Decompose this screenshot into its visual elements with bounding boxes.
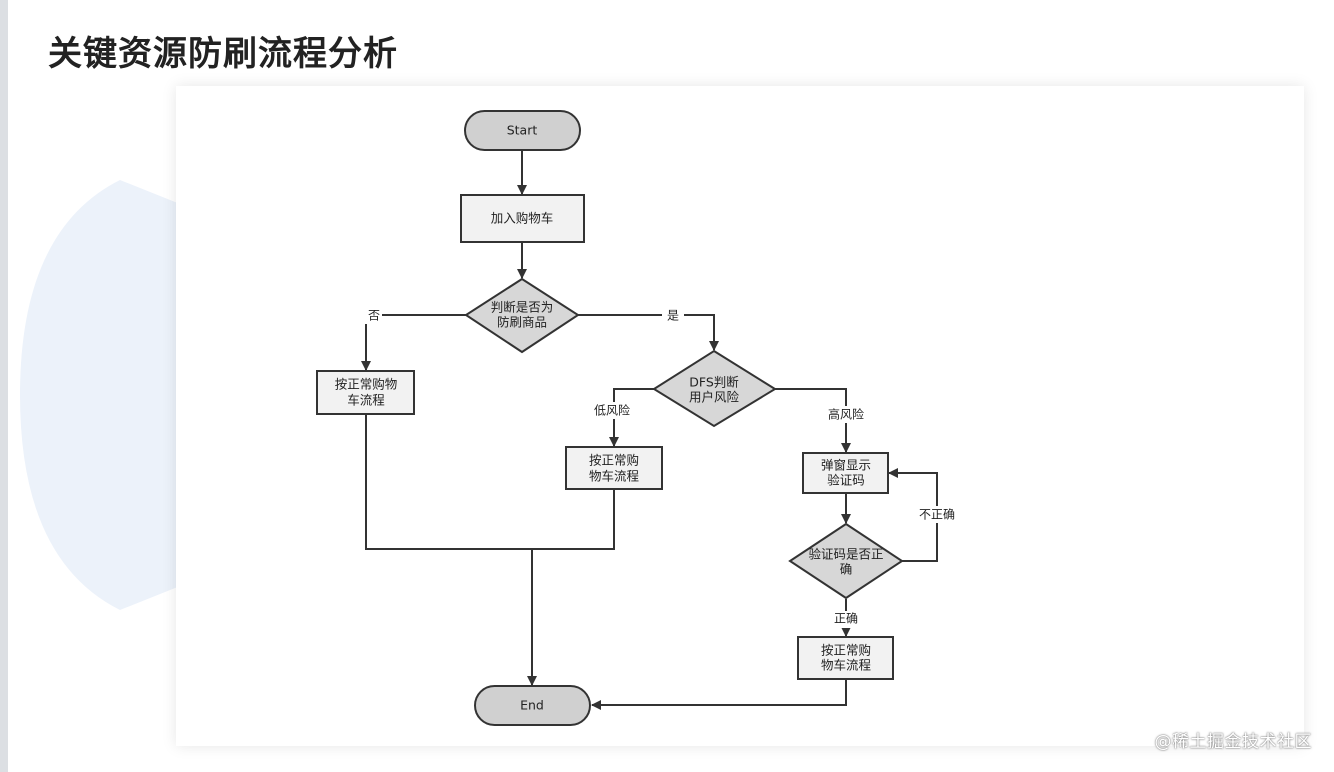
decision-dfs-user-risk: DFS判断 用户风险: [652, 349, 777, 428]
add-cart-label: 加入购物车: [491, 211, 554, 226]
edge-dfs-high-risk: [775, 388, 851, 453]
left-edge-strip: [0, 0, 8, 772]
decision-dfs-line2: 用户风险: [689, 390, 740, 405]
normal-cart-flow-right: 按正常购 物车流程: [797, 636, 894, 680]
normal-cart-flow-left: 按正常购物 车流程: [316, 370, 415, 415]
decision-captcha-line1: 验证码是否正: [808, 547, 883, 562]
edge-dfs-low-risk: [609, 388, 654, 447]
edge-decision-yes: [578, 314, 719, 351]
edge-label-high-risk: 高风险: [828, 407, 864, 422]
normal-mid-line1: 按正常购: [589, 453, 639, 468]
source-watermark: @稀土掘金技术社区: [1154, 732, 1312, 752]
normal-cart-flow-middle: 按正常购 物车流程: [565, 446, 663, 490]
edge-right-to-end: [591, 679, 847, 710]
normal-left-line2: 车流程: [347, 393, 385, 408]
decision-item-line1: 判断是否为: [491, 300, 554, 315]
end-node: End: [474, 685, 591, 726]
page-title: 关键资源防刷流程分析: [48, 34, 398, 74]
edge-label-yes: 是: [667, 309, 679, 323]
popup-captcha-node: 弹窗显示 验证码: [802, 452, 889, 494]
add-cart-node: 加入购物车: [460, 194, 585, 243]
normal-mid-line2: 物车流程: [589, 469, 640, 484]
edge-label-no: 否: [368, 309, 380, 323]
edge-label-incorrect: 不正确: [919, 508, 955, 522]
edge-left-to-join: [365, 414, 532, 550]
start-label: Start: [507, 123, 538, 138]
normal-right-line2: 物车流程: [821, 658, 872, 673]
popup-line1: 弹窗显示: [821, 458, 871, 473]
normal-right-line1: 按正常购: [821, 643, 871, 658]
decision-captcha-correct: 验证码是否正 确: [788, 522, 904, 600]
decision-item-line2: 防刷商品: [497, 315, 547, 330]
normal-left-line1: 按正常购物: [335, 377, 398, 392]
popup-line2: 验证码: [827, 473, 865, 488]
edge-label-low-risk: 低风险: [594, 403, 630, 418]
edge-label-correct: 正确: [834, 612, 858, 626]
end-label: End: [520, 698, 544, 713]
edge-mid-to-join: [532, 489, 615, 550]
decision-captcha-line2: 确: [840, 562, 853, 577]
flowchart-card: [176, 86, 1304, 746]
start-node: Start: [464, 110, 581, 151]
decision-dfs-line1: DFS判断: [689, 375, 739, 390]
decision-anti-brush-item: 判断是否为 防刷商品: [464, 277, 580, 354]
